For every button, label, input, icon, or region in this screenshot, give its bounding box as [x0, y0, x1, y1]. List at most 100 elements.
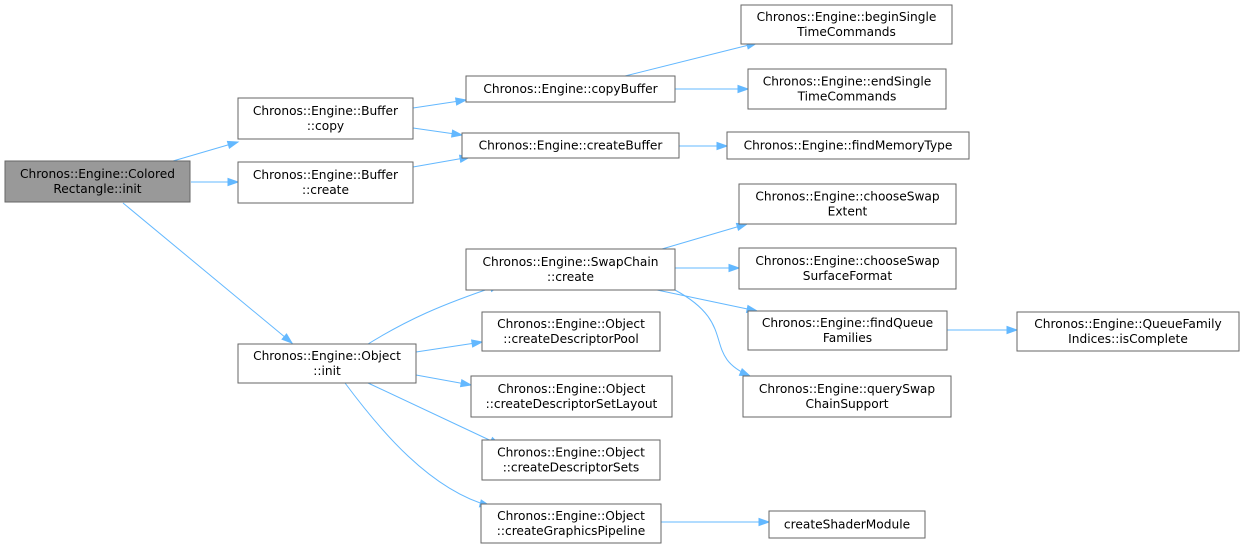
node-label-line: Chronos::Engine::Object	[497, 509, 645, 523]
node-label-line: ::createDescriptorSetLayout	[486, 397, 658, 411]
node-box	[461, 132, 680, 159]
edge-swap_create-to-findQueue	[656, 289, 759, 313]
edge-arrowhead	[451, 129, 464, 138]
node-box	[1016, 311, 1240, 352]
node-label-line: ::copy	[307, 119, 344, 133]
node-gfxPipe[interactable]: Chronos::Engine::Object::createGraphicsP…	[480, 503, 662, 544]
node-box	[480, 503, 662, 544]
node-shader[interactable]: createShaderModule	[768, 510, 926, 539]
edge-obj_init-to-descLayout	[415, 374, 473, 388]
node-label-line: Chronos::Engine::Buffer	[253, 104, 399, 118]
node-box	[726, 131, 970, 160]
edge-arrowhead	[226, 140, 240, 149]
node-label-line: Chronos::Engine::findMemoryType	[744, 139, 953, 153]
edge-obj_init-to-swap_create	[367, 284, 502, 345]
edge-line	[624, 42, 758, 77]
node-buf_create[interactable]: Chronos::Engine::Buffer::create	[237, 161, 414, 204]
node-label-line: Chronos::Engine::querySwap	[759, 382, 936, 396]
edge-root-to-buf_copy	[172, 140, 240, 162]
edge-line	[656, 289, 758, 312]
edge-arrowhead	[1006, 325, 1019, 335]
node-label-line: Chronos::Engine::copyBuffer	[483, 82, 658, 96]
node-label-line: Families	[823, 331, 872, 345]
edge-arrowhead	[470, 339, 484, 348]
edge-root-to-obj_init	[122, 202, 294, 344]
node-label-line: Chronos::Engine::Object	[497, 446, 645, 460]
node-isComplete[interactable]: Chronos::Engine::QueueFamilyIndices::isC…	[1016, 311, 1240, 352]
edges-layer	[122, 41, 1019, 527]
edge-swap_create-to-surface	[675, 263, 741, 273]
edge-obj_init-to-gfxPipe	[344, 382, 492, 508]
node-label-line: Chronos::Engine::QueueFamily	[1034, 317, 1221, 331]
edge-arrowhead	[459, 378, 473, 388]
node-label-line: Chronos::Engine::createBuffer	[479, 139, 664, 153]
edge-line	[367, 284, 501, 345]
edge-arrowhead	[738, 368, 752, 377]
node-label-line: Chronos::Engine::chooseSwap	[755, 254, 940, 268]
node-label-line: Chronos::Engine::SwapChain	[483, 255, 659, 269]
node-box	[237, 343, 417, 384]
edge-gfxPipe-to-shader	[661, 517, 771, 527]
node-label-line: ::createGraphicsPipeline	[497, 524, 645, 538]
node-obj_init[interactable]: Chronos::Engine::Object::init	[237, 343, 417, 384]
node-findMem[interactable]: Chronos::Engine::findMemoryType	[726, 131, 970, 160]
node-box	[237, 161, 414, 204]
node-box	[465, 248, 676, 291]
node-label-line: Chronos::Engine::Object	[498, 382, 646, 396]
node-box	[738, 183, 957, 225]
node-box	[768, 510, 926, 539]
edge-arrowhead	[716, 141, 729, 151]
edge-buf_create-to-createBuffer	[412, 154, 472, 168]
edge-obj_init-to-descPool	[415, 339, 484, 353]
node-label-line: Chronos::Engine::Buffer	[253, 168, 399, 182]
edge-createBuffer-to-findMem	[679, 141, 729, 151]
node-box	[740, 4, 953, 45]
edge-swap_create-to-querySwap	[674, 289, 752, 377]
node-label-line: ChainSupport	[806, 397, 889, 411]
node-descPool[interactable]: Chronos::Engine::Object::createDescripto…	[481, 311, 661, 352]
edge-line	[172, 141, 239, 162]
edge-copyBuffer-to-begin	[624, 41, 759, 77]
edge-findQueue-to-isComplete	[947, 325, 1019, 335]
edge-line	[415, 341, 483, 353]
edge-line	[661, 223, 748, 250]
edge-buf_copy-to-createBuffer	[412, 127, 464, 138]
edge-line	[122, 202, 293, 344]
node-box	[470, 375, 673, 418]
node-box	[465, 75, 676, 103]
node-box	[747, 68, 947, 110]
node-label-line: Chronos::Engine::Colored	[20, 167, 175, 181]
node-label-line: TimeCommands	[797, 90, 897, 104]
node-label-line: ::init	[313, 364, 341, 378]
node-descSets[interactable]: Chronos::Engine::Object::createDescripto…	[481, 439, 661, 481]
node-buf_copy[interactable]: Chronos::Engine::Buffer::copy	[237, 97, 414, 140]
edge-arrowhead	[737, 84, 750, 94]
edge-root-to-buf_create	[191, 177, 240, 187]
nodes-layer: Chronos::Engine::ColoredRectangle::initC…	[4, 4, 1240, 544]
node-box	[742, 375, 952, 418]
node-box	[481, 311, 661, 352]
node-label-line: ::create	[302, 183, 349, 197]
node-descLayout[interactable]: Chronos::Engine::Object::createDescripto…	[470, 375, 673, 418]
node-label-line: Extent	[828, 205, 868, 219]
edge-arrowhead	[281, 333, 294, 344]
node-label-line: Chronos::Engine::beginSingle	[757, 10, 937, 24]
node-createBuffer[interactable]: Chronos::Engine::createBuffer	[461, 132, 680, 159]
node-box	[481, 439, 661, 481]
node-copyBuffer[interactable]: Chronos::Engine::copyBuffer	[465, 75, 676, 103]
node-label-line: TimeCommands	[796, 25, 896, 39]
node-label-line: Indices::isComplete	[1068, 332, 1188, 346]
edge-arrowhead	[227, 177, 240, 187]
edge-arrowhead	[728, 263, 741, 273]
edge-swap_create-to-extent	[661, 222, 749, 250]
node-swap_create[interactable]: Chronos::Engine::SwapChain::create	[465, 248, 676, 291]
node-label-line: ::create	[547, 270, 594, 284]
node-box	[747, 310, 948, 351]
